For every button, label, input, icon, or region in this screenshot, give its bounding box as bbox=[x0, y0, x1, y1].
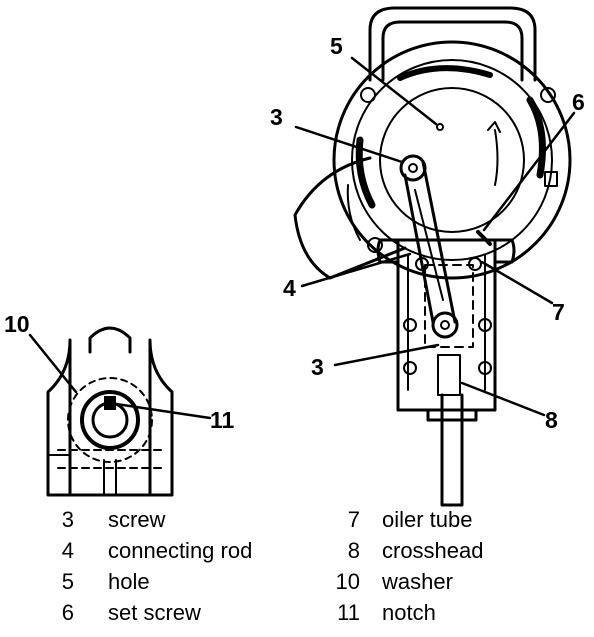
crosshead-screw-2 bbox=[468, 257, 482, 271]
legend-number: 3 bbox=[61, 507, 74, 532]
connecting-rod bbox=[403, 160, 457, 324]
washer-outline bbox=[67, 377, 153, 463]
callout-3-bottom: 3 bbox=[311, 354, 324, 380]
wrist-pin-center bbox=[440, 320, 450, 330]
crosshead-detail-dashed-bore bbox=[57, 449, 163, 469]
legend-label: notch bbox=[382, 600, 436, 625]
handle bbox=[368, 6, 537, 82]
blade-guard bbox=[293, 156, 407, 280]
rotation-arrowhead bbox=[487, 121, 501, 133]
legend-label: screw bbox=[108, 507, 166, 532]
wrist-pin bbox=[431, 311, 459, 339]
crosshead-detail-outline bbox=[46, 338, 174, 497]
crosshead-screw-3 bbox=[403, 318, 417, 332]
housing-screw-1 bbox=[360, 87, 376, 103]
washer-notch bbox=[104, 396, 116, 410]
callout-4: 4 bbox=[283, 275, 296, 301]
crosshead-detail bbox=[46, 326, 174, 497]
legend-number: 10 bbox=[335, 569, 360, 594]
callout-3-top: 3 bbox=[270, 104, 283, 130]
housing-screw-3 bbox=[367, 237, 383, 253]
callout-6: 6 bbox=[572, 89, 585, 115]
callout-10: 10 bbox=[4, 311, 30, 337]
legend-number: 7 bbox=[347, 507, 360, 532]
callout-7: 7 bbox=[552, 299, 565, 325]
legend-number: 4 bbox=[61, 538, 74, 563]
callout-labels: 5 6 3 4 7 3 8 10 11 bbox=[4, 33, 585, 433]
main-assembly bbox=[293, 6, 572, 507]
crosshead-screw-4 bbox=[478, 318, 492, 332]
crosshead-screw-6 bbox=[478, 361, 492, 375]
leader-lines bbox=[28, 56, 576, 420]
side-clip bbox=[544, 171, 558, 187]
legend-label: oiler tube bbox=[382, 507, 473, 532]
legend: 3 screw 4 connecting rod 5 hole 6 set sc… bbox=[0, 505, 594, 637]
leader-5 bbox=[350, 56, 438, 126]
housing-screw-2 bbox=[540, 87, 556, 103]
legend-number: 8 bbox=[347, 538, 360, 563]
washer-ring bbox=[80, 390, 140, 450]
leader-4 bbox=[300, 252, 412, 288]
crosshead-guide-dashed bbox=[424, 264, 474, 348]
crosshead-detail-rod bbox=[103, 459, 117, 496]
oiler-tube bbox=[476, 230, 492, 246]
callout-5: 5 bbox=[330, 33, 343, 59]
legend-label: set screw bbox=[108, 600, 201, 625]
legend-label: hole bbox=[108, 569, 150, 594]
leader-11 bbox=[114, 402, 212, 420]
guard-slot bbox=[346, 184, 361, 241]
crank-pin-center bbox=[408, 163, 418, 173]
crosshead-screw-1 bbox=[415, 257, 429, 271]
legend-number: 11 bbox=[337, 600, 360, 625]
legend-label: connecting rod bbox=[108, 538, 253, 563]
legend-number: 6 bbox=[61, 600, 74, 625]
leader-7 bbox=[480, 260, 554, 305]
connecting-rod-center bbox=[414, 189, 444, 301]
housing-slot-left bbox=[355, 136, 376, 209]
crosshead-block bbox=[437, 354, 461, 396]
drive-disc bbox=[379, 87, 525, 233]
callout-11: 11 bbox=[210, 407, 235, 433]
legend-number: 5 bbox=[61, 569, 74, 594]
crosshead-detail-slot bbox=[88, 326, 132, 354]
leader-3-top bbox=[294, 125, 404, 164]
crosshead-guide-walls bbox=[407, 254, 486, 391]
leader-8 bbox=[460, 381, 546, 417]
plunger-foot bbox=[426, 408, 478, 422]
leader-6 bbox=[482, 111, 576, 232]
hole-marker bbox=[436, 123, 444, 131]
leader-10 bbox=[28, 333, 78, 394]
legend-label: crosshead bbox=[382, 538, 484, 563]
leader-3-bottom bbox=[333, 343, 440, 367]
housing-slot-top bbox=[397, 65, 493, 81]
housing-inner bbox=[351, 59, 553, 261]
callout-8: 8 bbox=[545, 407, 558, 433]
crosshead-screw-5 bbox=[403, 361, 417, 375]
rotation-arrow bbox=[494, 129, 499, 186]
plunger-shaft bbox=[440, 393, 464, 507]
housing-slot-right bbox=[526, 96, 546, 179]
legend-label: washer bbox=[382, 569, 453, 594]
housing-outer bbox=[332, 40, 572, 280]
